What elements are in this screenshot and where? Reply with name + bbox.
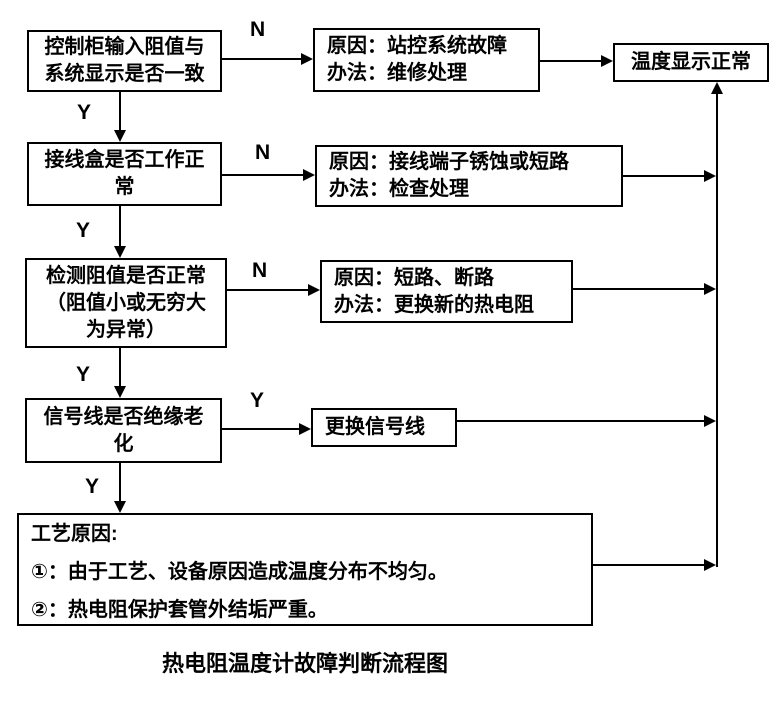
arrowhead-up-icon — [711, 82, 723, 94]
arrow-line-c1-to-result — [540, 60, 602, 62]
arrow-line-d4-to-c4 — [222, 428, 300, 430]
branch-label-yes-1: Y — [77, 101, 92, 124]
arrowhead-right-icon — [299, 423, 311, 435]
arrowhead-down-icon — [114, 386, 126, 398]
decision-text-line: 系统显示是否一致 — [44, 63, 205, 85]
branch-label-no-2: N — [255, 141, 271, 164]
arrowhead-down-icon — [114, 501, 126, 513]
arrowhead-right-icon — [301, 53, 313, 65]
decision-text-line: 检测阻值是否正常 — [46, 264, 206, 287]
process-cause-item-1: ①：由于工艺、设备原因造成温度分布不均匀。 — [31, 561, 448, 583]
arrow-line-d1-to-c1 — [222, 58, 302, 60]
branch-label-yes-5: Y — [85, 475, 100, 498]
cause-line: 原因：接线端子锈蚀或短路 — [329, 151, 569, 173]
arrow-line-c4-to-collector — [457, 420, 705, 422]
process-cause-box: 工艺原因: ①：由于工艺、设备原因造成温度分布不均匀。 ②：热电阻保护套管外结垢… — [17, 513, 593, 626]
arrowhead-right-icon — [704, 170, 716, 182]
remedy-line: 办法：更换新的热电阻 — [334, 293, 534, 316]
decision-text-line: 信号线是否绝缘老 — [43, 405, 204, 428]
arrowhead-down-icon — [114, 130, 126, 142]
process-cause-item-2: ②：热电阻保护套管外结垢严重。 — [31, 599, 328, 621]
cause-box-short-or-open-circuit: 原因：短路、断路 办法：更换新的热电阻 — [320, 260, 573, 323]
arrow-line-d2-to-d3 — [119, 206, 121, 247]
process-cause-title: 工艺原因: — [31, 523, 118, 545]
arrowhead-right-icon — [704, 559, 716, 571]
decision-box-control-cabinet: 控制柜输入阻值与 系统显示是否一致 — [27, 30, 222, 92]
arrow-line-c2-to-collector — [623, 175, 706, 177]
result-box-temperature-normal: 温度显示正常 — [613, 43, 769, 82]
arrow-line-d3-to-d4 — [119, 348, 121, 387]
arrowhead-down-icon — [114, 246, 126, 258]
cause-box-station-control-fault: 原因：站控系统故障 办法：维修处理 — [313, 28, 540, 92]
branch-label-no-3: N — [252, 259, 268, 282]
collector-line-to-result — [716, 92, 718, 567]
decision-text-line: 常 — [114, 176, 135, 198]
arrowhead-right-icon — [308, 284, 320, 296]
arrow-line-d3-to-c3 — [227, 289, 309, 291]
arrowhead-right-icon — [601, 55, 613, 67]
arrowhead-right-icon — [704, 415, 716, 427]
result-text: 温度显示正常 — [631, 51, 751, 73]
action-box-replace-signal-wire: 更换信号线 — [311, 408, 457, 447]
branch-label-yes-2: Y — [76, 219, 91, 242]
arrow-line-d4-to-d5 — [119, 463, 121, 502]
decision-text-line: （阻值小或无穷大 — [46, 291, 206, 314]
cause-line: 原因：短路、断路 — [334, 266, 494, 289]
cause-box-terminal-corrosion: 原因：接线端子锈蚀或短路 办法：检查处理 — [315, 145, 623, 207]
arrowhead-right-icon — [704, 283, 716, 295]
arrowhead-right-icon — [303, 169, 315, 181]
decision-text-line: 为异常） — [86, 318, 166, 341]
arrow-line-d1-to-d2 — [119, 92, 121, 131]
decision-box-signal-wire-insulation: 信号线是否绝缘老 化 — [25, 398, 222, 463]
arrow-line-c3-to-collector — [573, 288, 705, 290]
decision-text-line: 控制柜输入阻值与 — [44, 36, 205, 58]
decision-box-junction-box: 接线盒是否工作正 常 — [27, 142, 222, 206]
arrow-line-d5-to-collector — [593, 564, 705, 566]
decision-box-resistance-check: 检测阻值是否正常 （阻值小或无穷大 为异常） — [25, 258, 227, 348]
branch-label-no-1: N — [250, 18, 266, 41]
remedy-line: 办法：检查处理 — [329, 178, 469, 200]
branch-label-yes-3: Y — [76, 363, 91, 386]
remedy-line: 办法：维修处理 — [327, 62, 467, 84]
cause-line: 原因：站控系统故障 — [327, 35, 507, 57]
action-text: 更换信号线 — [325, 416, 425, 438]
decision-text-line: 化 — [113, 432, 134, 455]
decision-text-line: 接线盒是否工作正 — [44, 149, 205, 171]
arrow-line-d2-to-c2 — [222, 174, 304, 176]
branch-label-yes-4: Y — [250, 389, 265, 412]
diagram-caption: 热电阻温度计故障判断流程图 — [161, 651, 448, 676]
